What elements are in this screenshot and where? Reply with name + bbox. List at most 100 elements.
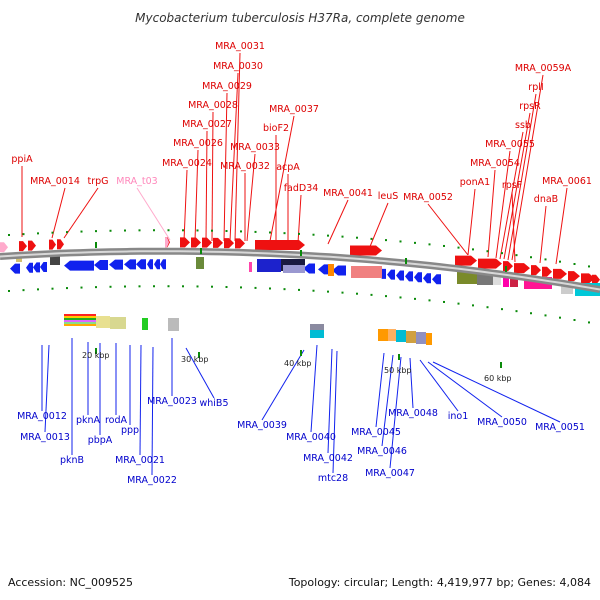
tick-lower — [240, 286, 242, 289]
gene-label-mra-0013: MRA_0013 — [20, 432, 70, 443]
reverse-gene-17 — [387, 269, 395, 280]
gene-label-mra-0026: MRA_0026 — [173, 138, 223, 149]
reverse-gene-10 — [147, 259, 153, 270]
tick-upper — [298, 232, 300, 235]
tick-lower — [370, 293, 373, 296]
gene-label-mra-0014: MRA_0014 — [30, 176, 80, 187]
gene-label-mra-0039: MRA_0039 — [237, 420, 287, 431]
scale-label-40-kbp: 40 kbp — [284, 359, 312, 368]
feature-box-23 — [310, 324, 324, 330]
tick-lower — [573, 319, 576, 322]
feature-stripe-1 — [64, 314, 96, 316]
leader-leus — [368, 202, 389, 250]
tick-upper — [428, 243, 431, 246]
tick-lower — [182, 285, 184, 288]
feature-box-10 — [457, 272, 477, 284]
tick-upper — [443, 244, 445, 247]
leader-mra-0028 — [211, 111, 214, 242]
leader-mra-0030 — [229, 72, 239, 242]
gene-label-dnab: dnaB — [534, 194, 558, 205]
tick-lower — [515, 310, 518, 313]
tick-upper — [95, 230, 97, 233]
feature-box-7 — [283, 265, 305, 273]
gene-label-mra-0022: MRA_0022 — [127, 475, 177, 486]
tick-lower — [428, 299, 431, 302]
forward-gene-12 — [255, 239, 305, 250]
feature-box-27 — [396, 330, 406, 342]
tick-upper — [356, 236, 358, 239]
gene-label-biof2: bioF2 — [263, 123, 289, 134]
tick-upper — [167, 229, 170, 232]
leader-mra-0022 — [151, 346, 154, 476]
gene-label-mtc28: mtc28 — [318, 473, 348, 484]
tick-lower — [225, 286, 228, 289]
leader-mra-0037 — [269, 115, 295, 242]
tick-lower — [124, 285, 126, 288]
tick-upper — [8, 233, 10, 236]
feature-box-12 — [493, 274, 501, 285]
tick-upper — [196, 229, 199, 232]
feature-box-20 — [110, 317, 126, 329]
tick-major-lower-2 — [198, 352, 200, 358]
feature-box-25 — [378, 329, 388, 341]
leader-rpsr — [503, 112, 531, 260]
feature-box-9 — [351, 266, 382, 278]
tick-upper — [573, 263, 576, 266]
reverse-gene-11 — [154, 259, 160, 270]
gene-label-pkna: pknA — [76, 415, 101, 426]
tick-major-upper-3 — [300, 250, 302, 256]
tick-upper — [283, 232, 286, 235]
tick-lower — [327, 290, 329, 293]
leader-trpg — [63, 187, 99, 239]
leader-mra-0029 — [223, 92, 228, 242]
tick-upper — [530, 256, 532, 259]
leader-mra-0040 — [310, 344, 318, 433]
tick-lower — [501, 308, 503, 311]
feature-box-1 — [50, 253, 60, 265]
tick-lower — [80, 286, 83, 289]
leader-mra-0045 — [375, 352, 385, 428]
tick-upper — [66, 231, 68, 234]
tick-upper — [37, 232, 39, 235]
tick-lower — [37, 288, 39, 291]
leader-whib5 — [185, 347, 215, 399]
tick-lower — [109, 285, 112, 288]
forward-gene-7 — [191, 237, 201, 248]
leader-mra-0041 — [327, 199, 349, 245]
tick-lower — [530, 312, 532, 315]
forward-gene-1 — [19, 241, 27, 252]
leader-mra-0061 — [555, 187, 568, 265]
tick-lower — [559, 316, 561, 319]
gene-label-mra-0059a: MRA_0059A — [515, 63, 572, 74]
tick-upper — [269, 231, 271, 234]
gene-label-roda: rodA — [105, 415, 128, 426]
tick-upper — [312, 233, 315, 236]
tick-lower — [153, 285, 155, 288]
feature-box-5 — [257, 259, 281, 272]
tick-lower — [211, 285, 213, 288]
feature-stripe-5 — [64, 322, 96, 324]
forward-gene-18 — [531, 265, 541, 276]
tick-major-lower-4 — [398, 354, 400, 360]
tick-upper — [138, 229, 141, 232]
gene-label-pbpa: pbpA — [88, 435, 113, 446]
gene-label-mra-0051: MRA_0051 — [535, 422, 585, 433]
gene-label-pknb: pknB — [60, 455, 84, 466]
label-leaders — [21, 52, 568, 476]
gene-label-ssb: ssb — [515, 120, 531, 131]
forward-gene-4 — [57, 239, 64, 250]
scale-label-20-kbp: 20 kbp — [82, 351, 110, 360]
tick-upper — [211, 229, 213, 232]
gene-label-mra-0055: MRA_0055 — [485, 139, 535, 150]
gene-label-fadd34: fadD34 — [284, 183, 319, 194]
leader-mra-0033 — [246, 153, 256, 242]
gene-label-mra-0029: MRA_0029 — [202, 81, 252, 92]
tick-lower — [486, 306, 489, 309]
gene-label-rpli: rplI — [528, 82, 543, 93]
tick-upper — [399, 240, 402, 243]
gene-label-acpa: acpA — [276, 162, 300, 173]
gene-label-mra-0052: MRA_0052 — [403, 192, 453, 203]
gene-label-mra-0031: MRA_0031 — [215, 41, 265, 52]
